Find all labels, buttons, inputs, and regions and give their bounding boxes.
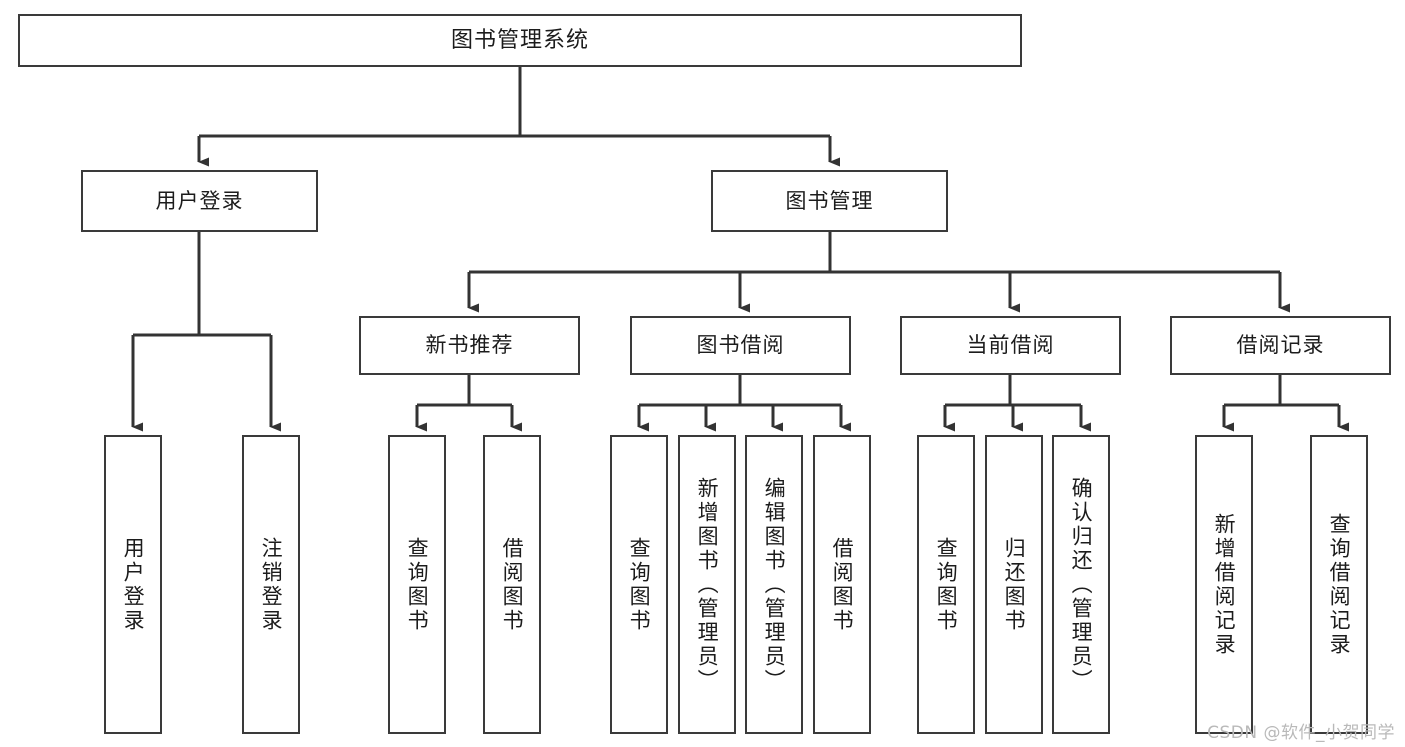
node-leaf-logout-login[interactable]: 注销登录 xyxy=(242,435,300,734)
node-current-borrow[interactable]: 当前借阅 xyxy=(900,316,1121,375)
node-root-system-label: 图书管理系统 xyxy=(450,27,589,53)
node-leaf-query-book-1-label: 查询图书 xyxy=(405,536,430,633)
node-user-login-label: 用户登录 xyxy=(155,188,244,213)
node-leaf-borrow-book-1[interactable]: 借阅图书 xyxy=(483,435,541,734)
node-borrow-record-label: 借阅记录 xyxy=(1236,333,1325,358)
node-leaf-query-book-2-label: 查询图书 xyxy=(627,536,652,633)
node-leaf-edit-book[interactable]: 编辑图书（管理员） xyxy=(745,435,803,734)
node-leaf-query-book-3[interactable]: 查询图书 xyxy=(917,435,975,734)
node-current-borrow-label: 当前借阅 xyxy=(966,333,1055,358)
node-root-system[interactable]: 图书管理系统 xyxy=(18,14,1022,67)
node-leaf-add-record[interactable]: 新增借阅记录 xyxy=(1195,435,1253,734)
node-leaf-edit-book-label: 编辑图书（管理员） xyxy=(762,476,787,693)
node-book-management[interactable]: 图书管理 xyxy=(711,170,948,232)
node-leaf-query-record[interactable]: 查询借阅记录 xyxy=(1310,435,1368,734)
node-book-borrow[interactable]: 图书借阅 xyxy=(630,316,851,375)
watermark-text: CSDN @软件_小贺同学 xyxy=(1207,723,1395,743)
node-leaf-add-record-label: 新增借阅记录 xyxy=(1212,512,1237,657)
node-leaf-query-book-1[interactable]: 查询图书 xyxy=(388,435,446,734)
node-leaf-return-book-label: 归还图书 xyxy=(1002,536,1027,633)
node-leaf-confirm-return-label: 确认归还（管理员） xyxy=(1069,476,1094,693)
node-leaf-borrow-book-2-label: 借阅图书 xyxy=(830,536,855,633)
node-leaf-query-record-label: 查询借阅记录 xyxy=(1327,512,1352,657)
node-leaf-logout-login-label: 注销登录 xyxy=(259,536,284,633)
node-leaf-return-book[interactable]: 归还图书 xyxy=(985,435,1043,734)
node-leaf-borrow-book-2[interactable]: 借阅图书 xyxy=(813,435,871,734)
node-user-login[interactable]: 用户登录 xyxy=(81,170,318,232)
node-leaf-user-login-label: 用户登录 xyxy=(121,536,146,633)
node-leaf-borrow-book-1-label: 借阅图书 xyxy=(500,536,525,633)
node-book-management-label: 图书管理 xyxy=(785,188,874,213)
node-leaf-add-book[interactable]: 新增图书（管理员） xyxy=(678,435,736,734)
node-leaf-confirm-return[interactable]: 确认归还（管理员） xyxy=(1052,435,1110,734)
node-leaf-add-book-label: 新增图书（管理员） xyxy=(695,476,720,693)
node-new-book-recommend[interactable]: 新书推荐 xyxy=(359,316,580,375)
node-leaf-query-book-3-label: 查询图书 xyxy=(934,536,959,633)
node-leaf-user-login[interactable]: 用户登录 xyxy=(104,435,162,734)
node-borrow-record[interactable]: 借阅记录 xyxy=(1170,316,1391,375)
node-new-book-recommend-label: 新书推荐 xyxy=(425,333,514,358)
node-leaf-query-book-2[interactable]: 查询图书 xyxy=(610,435,668,734)
node-book-borrow-label: 图书借阅 xyxy=(696,333,785,358)
